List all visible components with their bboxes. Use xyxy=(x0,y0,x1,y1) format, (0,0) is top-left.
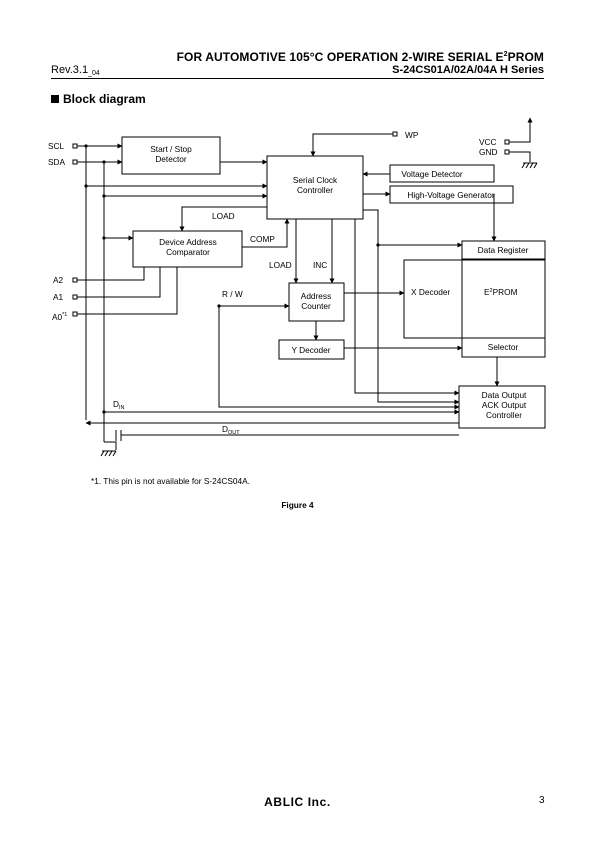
junction-dot xyxy=(376,243,380,247)
data-register-label: Data Register xyxy=(478,245,529,255)
register-to-output-wire xyxy=(377,245,460,405)
title-text-end: PROM xyxy=(507,50,544,64)
vcc-label: VCC xyxy=(479,137,497,147)
brand-logo: ABLIC Inc. xyxy=(264,795,331,809)
ground-icon xyxy=(100,450,117,457)
wp-wire xyxy=(310,133,393,157)
figure-caption: Figure 4 xyxy=(281,500,314,510)
a2-pin xyxy=(72,277,78,283)
address-counter-label-line1: Address xyxy=(301,291,331,301)
a2-wire xyxy=(77,267,145,281)
y-decoder-label: Y Decoder xyxy=(291,345,330,355)
a1-pin xyxy=(72,294,78,300)
junction-dot xyxy=(102,410,106,414)
serial-clock-label-line1: Serial Clock xyxy=(293,175,338,185)
junction-dot xyxy=(102,236,106,240)
header-rule xyxy=(51,78,544,79)
data-output-label-line1: Data Output xyxy=(482,390,527,400)
comp-wire xyxy=(242,218,290,248)
x-decoder-label: X Decoder xyxy=(411,287,450,297)
scl-pin xyxy=(72,143,78,149)
junction-dot xyxy=(84,184,88,188)
a2-label: A2 xyxy=(53,275,64,285)
revision-label: Rev.3.1_04 xyxy=(51,64,100,77)
a0-wire xyxy=(77,267,178,315)
document-title: FOR AUTOMOTIVE 105°C OPERATION 2-WIRE SE… xyxy=(177,50,544,64)
device-addr-label-line1: Device Address xyxy=(159,237,217,247)
transistor-drain xyxy=(104,441,117,450)
rw-to-output-wire xyxy=(218,306,460,410)
square-bullet-icon xyxy=(51,95,59,103)
scl-label: SCL xyxy=(48,141,65,151)
serial-clock-label-line2: Controller xyxy=(297,185,333,195)
junction-dot xyxy=(102,194,106,198)
a1-label: A1 xyxy=(53,292,64,302)
load-mid-label: LOAD xyxy=(269,260,292,270)
junction-dot xyxy=(217,304,221,308)
inc-label: INC xyxy=(313,260,327,270)
wp-pin xyxy=(392,131,398,137)
series-name: S-24CS01A/02A/04A H Series xyxy=(392,64,544,76)
device-addr-label-line2: Comparator xyxy=(166,247,210,257)
voltage-detector-label: Voltage Detector xyxy=(401,169,463,179)
junction-dot xyxy=(84,144,88,148)
a0-label: A0*1 xyxy=(52,312,67,322)
a1-wire xyxy=(77,267,161,298)
gnd-label: GND xyxy=(479,147,497,157)
device-address-comparator-block xyxy=(132,230,243,268)
sda-pin xyxy=(72,159,78,165)
section-title-text: Block diagram xyxy=(63,92,146,106)
clock-to-register-wire xyxy=(363,209,463,248)
dout-label: DOUT xyxy=(222,424,240,436)
selector-label: Selector xyxy=(488,342,519,352)
ground-icon xyxy=(521,162,538,169)
data-register-block xyxy=(461,240,546,260)
footnote: *1. This pin is not available for S-24CS… xyxy=(91,476,250,486)
revision-subscript: _04 xyxy=(88,70,100,77)
page-number: 3 xyxy=(539,795,545,806)
junction-dot xyxy=(102,160,106,164)
address-counter-label-line2: Counter xyxy=(301,301,331,311)
hv-generator-label: High-Voltage Generator xyxy=(407,190,494,200)
clock-to-output-wire xyxy=(354,219,460,396)
data-output-label-line3: Controller xyxy=(486,410,522,420)
start-stop-label-line1: Start / Stop xyxy=(150,144,192,154)
a0-pin xyxy=(72,311,78,317)
start-stop-label-line2: Detector xyxy=(155,154,187,164)
revision-text: Rev.3.1 xyxy=(51,64,89,76)
gnd-pin xyxy=(504,149,510,155)
vcc-pin xyxy=(504,139,510,145)
y-decoder-block xyxy=(278,339,345,360)
load-to-comparator-wire xyxy=(179,206,267,232)
din-label: DIN xyxy=(113,399,125,411)
eeprom-label: E2PROM xyxy=(484,287,518,297)
x-decoder-block xyxy=(403,259,546,339)
sda-label: SDA xyxy=(48,157,66,167)
title-superscript: 2 xyxy=(503,51,508,58)
vcc-wire xyxy=(509,117,533,143)
wp-label: WP xyxy=(405,130,419,140)
start-stop-detector-block xyxy=(121,136,221,175)
load-top-label: LOAD xyxy=(212,211,235,221)
title-text: FOR AUTOMOTIVE 105°C OPERATION 2-WIRE SE… xyxy=(176,50,504,64)
gnd-wire xyxy=(509,151,531,162)
comp-label: COMP xyxy=(250,234,275,244)
section-title: Block diagram xyxy=(51,92,146,106)
rw-label: R / W xyxy=(222,289,243,299)
data-output-label-line2: ACK Output xyxy=(482,400,527,410)
